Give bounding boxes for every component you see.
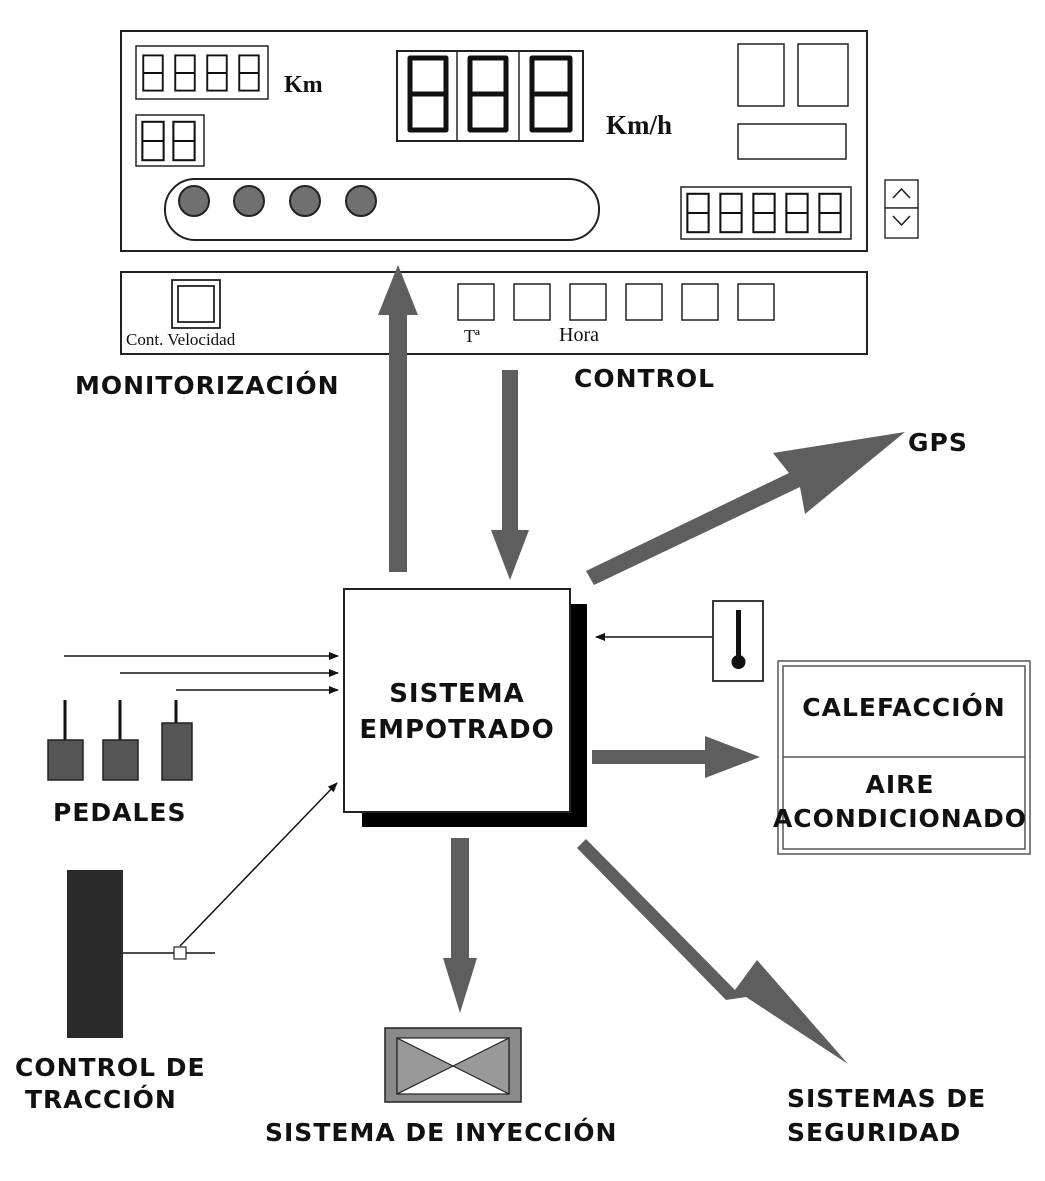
core-title-line1: SISTEMA [389,679,525,709]
pedals [47,700,193,781]
flow-arrows [378,265,905,1064]
chevron-up-icon [892,187,911,199]
chevron-down-icon [892,215,911,227]
indicator-light [345,185,377,217]
security-label-line1: SISTEMAS DE [787,1084,987,1113]
control-button[interactable] [681,283,719,321]
dashboard-panel [120,30,868,252]
indicator-lights-bar [164,178,600,241]
indicator-light [289,185,321,217]
control-label: CONTROL [574,364,716,393]
down-button[interactable] [884,207,919,239]
info-display [737,123,847,160]
odometer-unit-label: Km [284,72,323,98]
climate-arrow [592,736,760,778]
trip-display [135,114,205,167]
time-button[interactable] [569,283,607,321]
injection-label: SISTEMA DE INYECCIÓN [265,1118,618,1147]
core-title: SISTEMA EMPOTRADO [344,676,570,748]
up-button[interactable] [884,179,919,209]
traction-sensor [173,946,187,960]
pedal [102,700,139,781]
traction-label: CONTROL DE TRACCIÓN [15,1052,206,1116]
core-title-line2: EMPOTRADO [359,715,555,745]
control-button[interactable] [625,283,663,321]
indicator-light [178,185,210,217]
ac-label-line1: AIRE [865,770,935,799]
control-button[interactable] [737,283,775,321]
thermometer-sensor [712,600,764,682]
traction-label-line1: CONTROL DE [15,1053,206,1082]
fuel-gauge-box [737,43,785,107]
embedded-system-block [343,588,587,827]
speed-unit-label: Km/h [606,110,673,140]
cruise-control-label: Cont. Velocidad [126,330,236,349]
temperature-button[interactable] [457,283,495,321]
temp-gauge-box [797,43,849,107]
pedal [47,700,84,781]
security-arrow [577,839,848,1064]
air-conditioning-label: AIRE ACONDICIONADO [754,768,1045,836]
heating-label: CALEFACCIÓN [802,693,1006,722]
control-arrow [491,370,529,580]
cruise-control-button[interactable] [171,279,221,329]
gps-arrow [586,432,905,585]
time-label: Hora [559,324,599,346]
pedals-label: PEDALES [53,798,187,827]
pedal [161,700,193,781]
monitoring-label: MONITORIZACIÓN [75,371,340,400]
climate-box [777,660,1031,855]
control-button[interactable] [513,283,551,321]
odometer-display [135,45,269,100]
traction-control-unit [67,870,123,1038]
traction-label-line2: TRACCIÓN [25,1085,177,1114]
security-label-line2: SEGURIDAD [787,1118,962,1147]
speedometer-display [396,50,584,142]
monitoring-arrow [378,265,418,572]
ac-label-line2: ACONDICIONADO [772,804,1028,833]
gps-label: GPS [908,428,968,457]
sensor-lines [64,633,712,954]
temperature-label: Tª [464,326,480,346]
thermometer-icon [731,610,746,669]
injection-arrow [443,838,477,1013]
indicator-light [233,185,265,217]
clock-display [680,186,852,240]
injection-valve [384,1027,522,1103]
security-label: SISTEMAS DE SEGURIDAD [787,1082,986,1150]
